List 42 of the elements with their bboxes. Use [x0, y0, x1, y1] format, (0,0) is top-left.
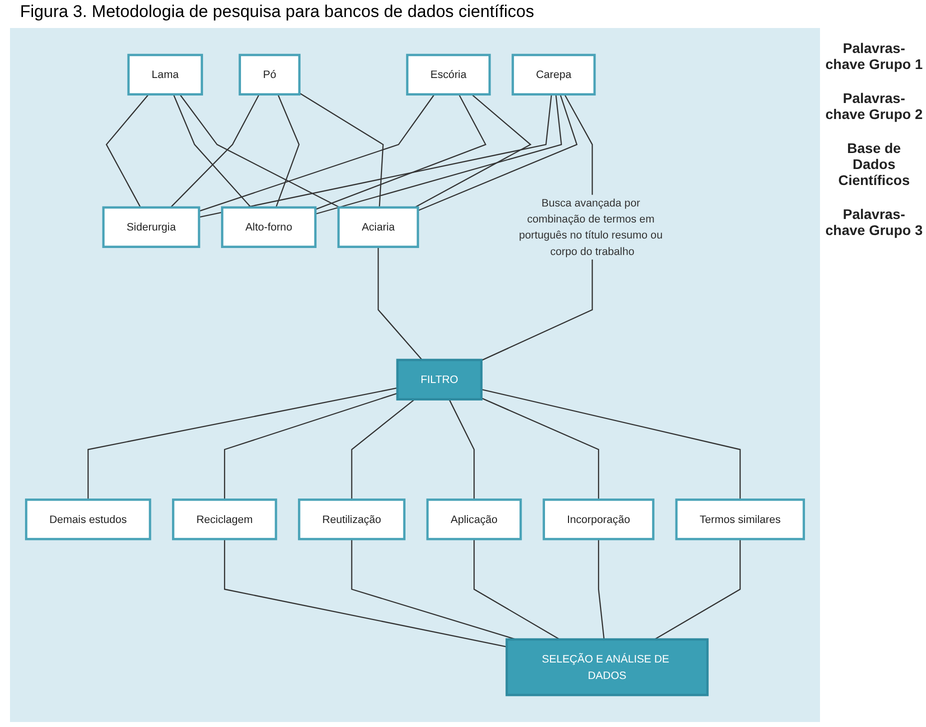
node-box	[512, 54, 596, 96]
node-box	[238, 54, 301, 96]
node-box	[298, 498, 406, 540]
connector	[598, 539, 605, 640]
node-box	[25, 498, 152, 540]
connector	[414, 94, 532, 208]
connector	[481, 388, 741, 500]
connector	[224, 392, 398, 500]
node-box	[506, 638, 709, 696]
connector	[106, 94, 150, 208]
connector	[474, 539, 560, 640]
heading-label: Palavras-chave Grupo 2	[824, 90, 924, 122]
connector	[654, 539, 741, 640]
connector	[179, 94, 340, 208]
connector	[378, 246, 423, 360]
diagram-background: Busca avançada por combinação de termos em português no título resumo ou corpo do trabalho Lama Pó Escória Carepa Siderurgia Alto-forno Aciaria FILTRO Demais estudos Reciclagem Reutilização Aplicação Incorporação Termos similares SELEÇÃO E ANÁLISE DE DADOS	[10, 28, 820, 722]
heading-label: Base de Dados Científicos	[837, 140, 911, 188]
node-box	[542, 498, 654, 540]
heading-label: Palavras-chave Grupo 3	[824, 206, 924, 238]
heading-label: Palavras-chave Grupo 1	[824, 40, 924, 72]
node-box	[406, 54, 491, 96]
node-box	[337, 206, 420, 248]
connector	[315, 94, 562, 215]
node-box	[675, 498, 805, 540]
connector	[198, 94, 552, 218]
connector	[351, 398, 416, 500]
connector	[224, 539, 507, 648]
connector	[315, 94, 486, 210]
connector	[448, 399, 475, 500]
connector	[198, 94, 435, 212]
connector	[88, 387, 398, 500]
node-box	[172, 498, 278, 540]
node-box	[396, 358, 483, 400]
connector	[481, 398, 600, 500]
node-box	[426, 498, 522, 540]
connector	[275, 94, 300, 208]
node-box	[102, 206, 200, 248]
connector	[418, 94, 578, 212]
node-box	[221, 206, 317, 248]
connector	[299, 92, 384, 208]
figure-title: Figura 3. Metodologia de pesquisa para bancos de dados científicos	[20, 2, 534, 22]
node-box	[127, 54, 204, 96]
